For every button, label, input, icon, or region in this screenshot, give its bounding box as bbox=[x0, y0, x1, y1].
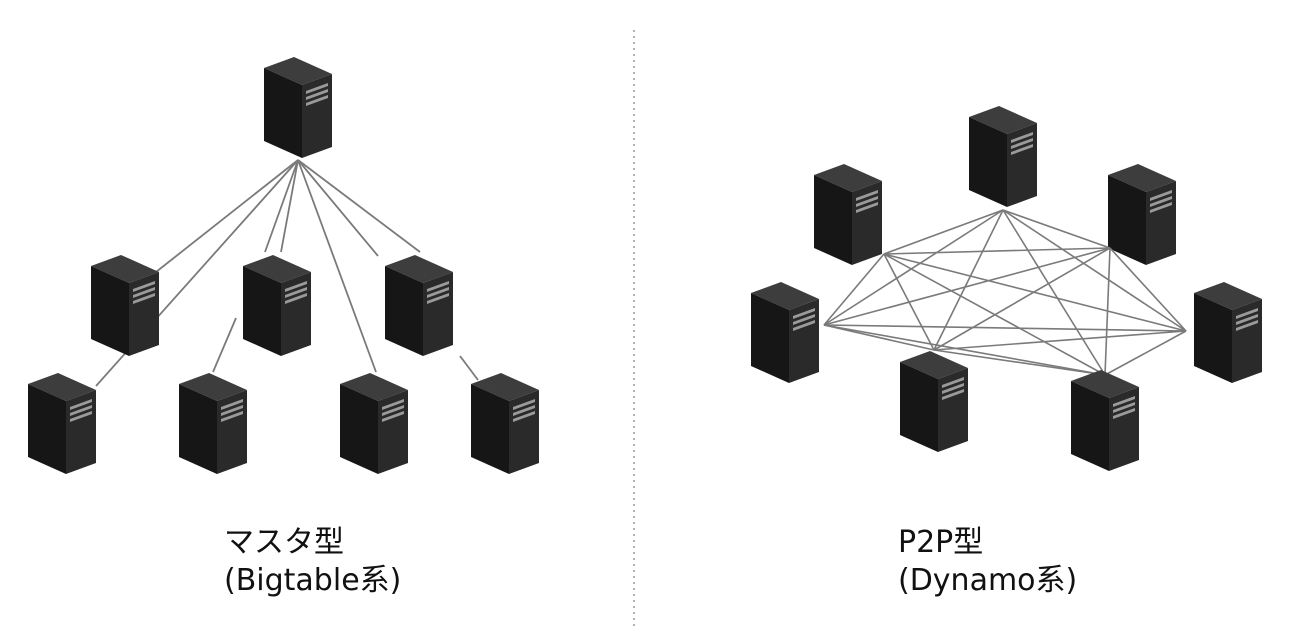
p2p-type-title: P2P型 bbox=[898, 525, 984, 560]
master-type-title: マスタ型 bbox=[224, 525, 344, 560]
server-icon bbox=[243, 255, 311, 356]
server-icon bbox=[91, 255, 159, 356]
p2p-mesh-links bbox=[823, 209, 1187, 376]
p2p-type-subtitle: (Dynamo系) bbox=[898, 563, 1078, 598]
server-icon bbox=[385, 255, 453, 356]
server-icon bbox=[1071, 370, 1139, 471]
server-icon bbox=[1194, 282, 1262, 383]
master-server-icon bbox=[264, 57, 332, 158]
master-type-subtitle: (Bigtable系) bbox=[224, 563, 402, 598]
server-icon bbox=[814, 164, 882, 265]
server-icon bbox=[751, 282, 819, 383]
server-icon bbox=[969, 106, 1037, 207]
server-icon bbox=[340, 373, 408, 474]
master-type-caption: マスタ型 (Bigtable系) bbox=[224, 524, 401, 600]
server-icon bbox=[28, 373, 96, 474]
server-icon bbox=[471, 373, 539, 474]
server-icon bbox=[179, 373, 247, 474]
p2p-type-caption: P2P型 (Dynamo系) bbox=[898, 524, 1077, 600]
server-icon bbox=[1108, 164, 1176, 265]
server-icon bbox=[900, 351, 968, 452]
